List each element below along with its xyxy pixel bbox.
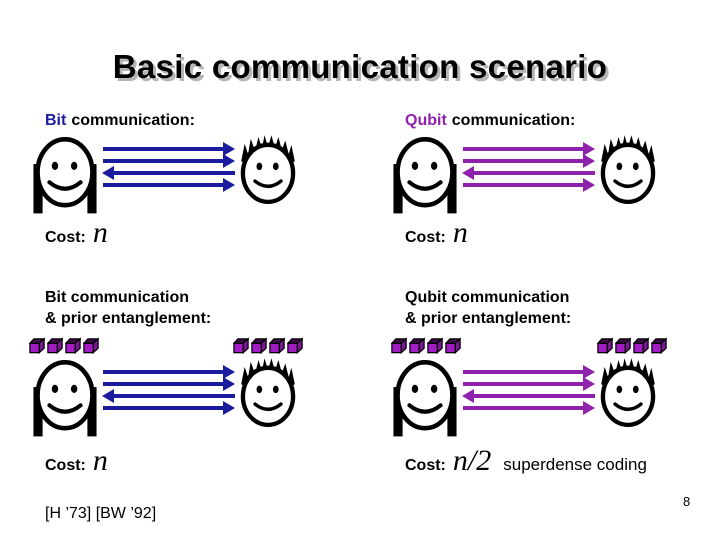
- cost-value: n: [92, 444, 108, 477]
- cost-row-bit: Cost: n: [45, 218, 108, 248]
- right-arrow-icon: [103, 401, 235, 415]
- male-face-icon: [236, 353, 300, 431]
- right-arrow-icon: [103, 178, 235, 192]
- label-line2: & prior entanglement:: [405, 310, 572, 327]
- panel-label-qubit-entanglement: Qubit communication & prior entanglement…: [405, 287, 571, 329]
- male-face-icon: [236, 130, 300, 208]
- cost-value: n: [452, 216, 468, 249]
- female-face-icon: [33, 356, 97, 440]
- right-arrow-icon: [463, 377, 595, 391]
- bit-communication-scene: [33, 130, 300, 218]
- cost-row-qubit: Cost: n: [405, 218, 468, 248]
- slide-title: Basic communication scenario: [112, 48, 608, 85]
- right-arrow-icon: [103, 142, 235, 156]
- right-arrow-icon: [103, 154, 235, 168]
- cost-value: n/2: [452, 444, 492, 477]
- label-line1: Qubit communication: [405, 289, 570, 306]
- right-arrow-icon: [463, 178, 595, 192]
- right-arrow-icon: [463, 154, 595, 168]
- page-number: 8: [683, 494, 691, 509]
- cost-row-qubit-entanglement: Cost: n/2 superdense coding: [405, 446, 647, 476]
- left-arrow-icon: [102, 389, 235, 403]
- label-rest: communication:: [451, 112, 576, 129]
- qubit-entanglement-scene: [393, 353, 660, 441]
- panel-label-bit-entanglement: Bit communication & prior entanglement:: [45, 287, 211, 329]
- left-arrow-icon: [462, 166, 595, 180]
- cost-label: Cost:: [45, 457, 86, 474]
- label-rest: communication:: [71, 112, 195, 129]
- footer-citation: [H ’73] [BW ’92]: [45, 505, 157, 522]
- left-arrow-icon: [462, 389, 595, 403]
- qubit-communication-scene: [393, 130, 660, 218]
- label-line2: & prior entanglement:: [45, 310, 212, 327]
- label-line1: Bit communication: [45, 289, 190, 306]
- cost-row-bit-entanglement: Cost: n: [45, 446, 108, 476]
- female-face-icon: [393, 133, 457, 217]
- male-face-icon: [596, 353, 660, 431]
- bit-entanglement-scene: [33, 353, 300, 441]
- female-face-icon: [33, 133, 97, 217]
- cost-label: Cost:: [405, 229, 446, 246]
- cost-note: superdense coding: [503, 455, 647, 474]
- male-face-icon: [596, 130, 660, 208]
- cost-label: Cost:: [45, 229, 86, 246]
- right-arrow-icon: [103, 377, 235, 391]
- right-arrow-icon: [463, 142, 595, 156]
- label-keyword-qubit: Qubit: [405, 112, 447, 129]
- right-arrow-icon: [463, 401, 595, 415]
- right-arrow-icon: [103, 365, 235, 379]
- cost-label: Cost:: [405, 457, 446, 474]
- female-face-icon: [393, 356, 457, 440]
- cost-value: n: [92, 216, 108, 249]
- left-arrow-icon: [102, 166, 235, 180]
- right-arrow-icon: [463, 365, 595, 379]
- label-keyword-bit: Bit: [45, 112, 67, 129]
